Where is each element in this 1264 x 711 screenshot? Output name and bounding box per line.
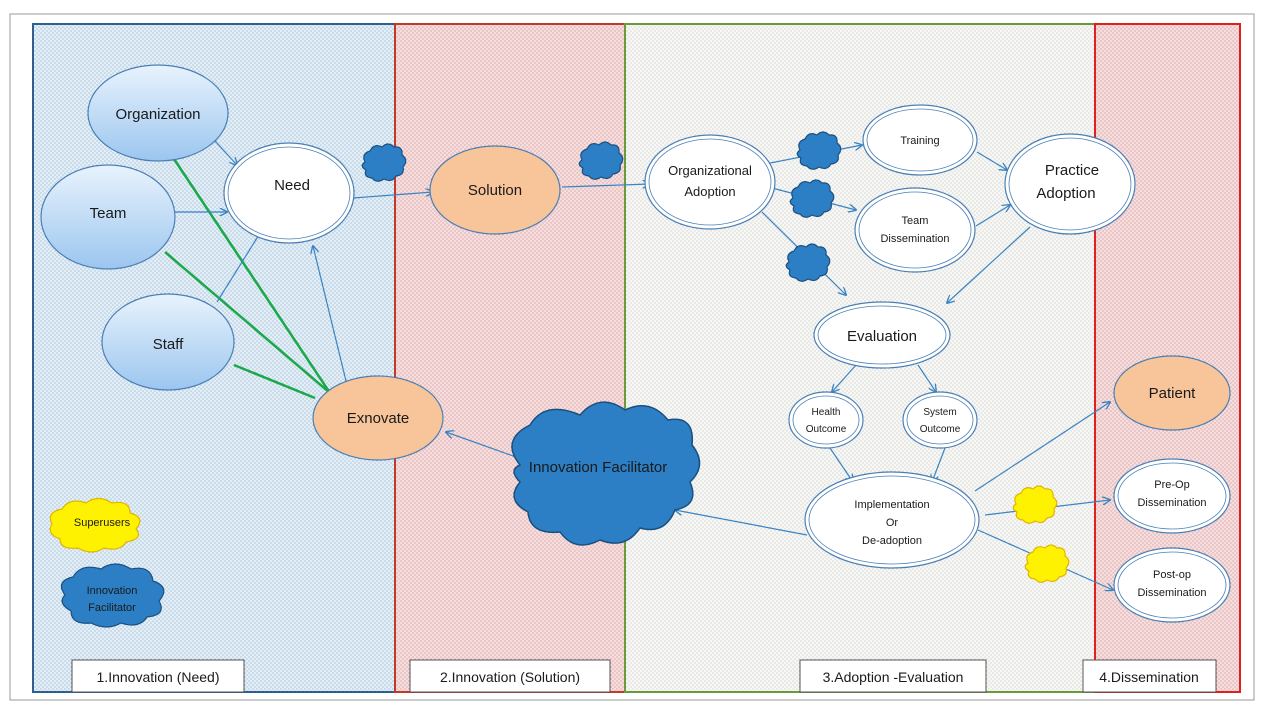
cloud-icon: [578, 141, 624, 180]
innovation-facilitator-cloud: [511, 401, 701, 546]
practice-adoption-label-2: Adoption: [1036, 185, 1095, 202]
team-dissemination-label-1: Team: [902, 215, 929, 227]
small-yellow-clouds: [1012, 485, 1070, 583]
organizational-adoption-node: [644, 134, 776, 230]
legend-superusers-label: Superusers: [74, 517, 131, 529]
evaluation-node-inner: [817, 305, 947, 365]
preop-dissemination-label-2: Dissemination: [1137, 497, 1206, 509]
phase-label-box-2: [409, 659, 611, 693]
implementation-node-inner: [808, 475, 976, 565]
implementation-node: [804, 471, 980, 569]
implementation-label-1: Implementation: [854, 499, 929, 511]
team-node: [40, 164, 176, 270]
need-label: Need: [274, 177, 310, 194]
phase-label-box-3: [799, 659, 987, 693]
postop-dissemination-label-1: Post-op: [1153, 569, 1191, 581]
postop-dissemination-node: [1113, 547, 1231, 623]
team-dissemination-node-inner: [858, 191, 972, 269]
legend-innovation-facilitator-label-2: Facilitator: [88, 602, 136, 614]
team-dissemination-label-2: Dissemination: [880, 233, 949, 245]
system-outcome-node: [902, 391, 978, 449]
organizational-adoption-node-inner: [648, 138, 772, 226]
staff-label: Staff: [153, 336, 184, 353]
health-outcome-label-1: Health: [812, 407, 841, 418]
cloud-icon: [785, 243, 831, 282]
preop-dissemination-node: [1113, 458, 1231, 534]
practice-adoption-label-1: Practice: [1045, 162, 1099, 179]
cloud-icon: [1024, 544, 1070, 583]
team-label: Team: [90, 205, 127, 222]
staff-node: [101, 293, 235, 391]
innovation-facilitator-label: Innovation Facilitator: [529, 459, 667, 476]
implementation-label-2: Or: [886, 517, 899, 529]
training-node-inner: [866, 108, 974, 172]
solution-label: Solution: [468, 182, 522, 199]
patient-label: Patient: [1149, 385, 1197, 402]
organization-label: Organization: [115, 106, 200, 123]
cloud-icon: [789, 179, 835, 218]
need-node-inner: [227, 146, 351, 240]
practice-adoption-node: [1004, 133, 1136, 235]
training-label: Training: [900, 135, 939, 147]
health-outcome-node: [788, 391, 864, 449]
exnovate-label: Exnovate: [347, 410, 410, 427]
patient-node: [1113, 355, 1231, 431]
cloud-icon: [361, 143, 407, 182]
phase-label-adoption: 3.Adoption -Evaluation: [823, 669, 964, 685]
exnovate-node: [312, 375, 444, 461]
green-connectors: [164, 149, 332, 400]
evaluation-label: Evaluation: [847, 328, 917, 345]
preop-dissemination-node-inner: [1117, 462, 1227, 530]
preop-dissemination-label-1: Pre-Op: [1154, 479, 1189, 491]
organization-node: [87, 64, 229, 162]
system-outcome-node-inner: [906, 395, 974, 445]
legend-innovation-facilitator-label-1: Innovation: [87, 585, 138, 597]
organizational-adoption-label-1: Organizational: [668, 163, 752, 178]
training-node: [862, 104, 978, 176]
need-node: [223, 142, 355, 244]
team-dissemination-node: [854, 187, 976, 273]
page-frame: [9, 13, 1255, 701]
small-blue-clouds: [361, 131, 842, 282]
phase-label-dissemination: 4.Dissemination: [1099, 669, 1199, 685]
health-outcome-node-inner: [792, 395, 860, 445]
postop-dissemination-label-2: Dissemination: [1137, 587, 1206, 599]
system-outcome-label-1: System: [923, 407, 956, 418]
phase-label-solution: 2.Innovation (Solution): [440, 669, 580, 685]
phase-label-box-4: [1082, 659, 1217, 693]
postop-dissemination-node-inner: [1117, 551, 1227, 619]
practice-adoption-node-inner: [1008, 137, 1132, 231]
legend-superusers-cloud: [49, 497, 141, 553]
legend-innovation-facilitator-cloud: [60, 563, 165, 628]
organizational-adoption-label-2: Adoption: [684, 184, 735, 199]
health-outcome-label-2: Outcome: [806, 424, 847, 435]
phase-label-need: 1.Innovation (Need): [97, 669, 220, 685]
evaluation-node: [813, 301, 951, 369]
cloud-icon: [796, 131, 842, 170]
system-outcome-label-2: Outcome: [920, 424, 961, 435]
phase-panel-solution: [394, 23, 626, 693]
cloud-icon: [1012, 485, 1058, 524]
phase-label-box-1: [71, 659, 245, 693]
solution-node: [429, 145, 561, 235]
implementation-label-3: De-adoption: [862, 535, 922, 547]
